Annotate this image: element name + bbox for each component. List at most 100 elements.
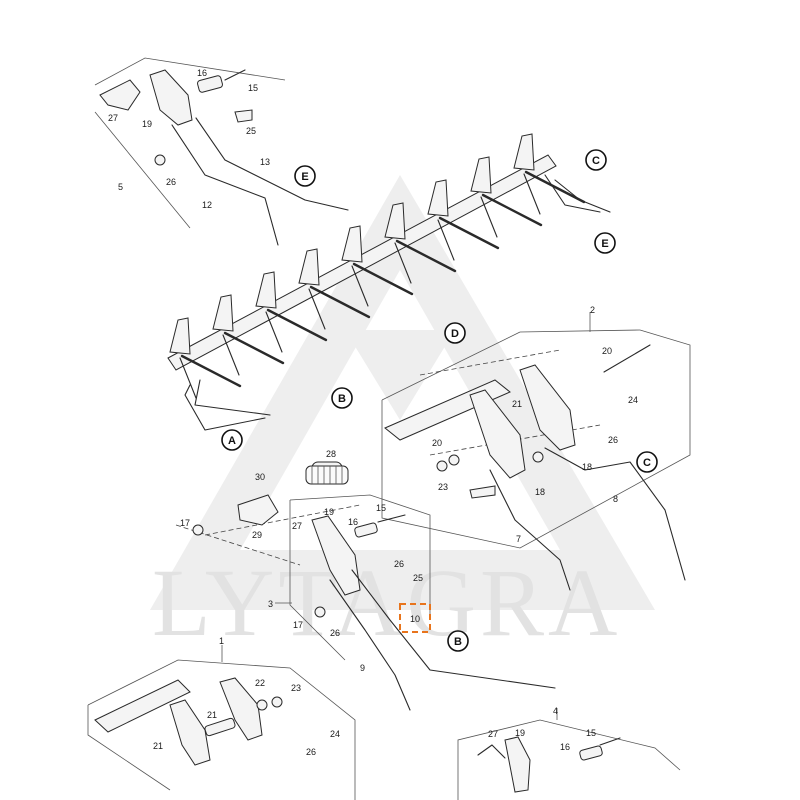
tine-arm bbox=[523, 173, 541, 215]
callout-letter: D bbox=[451, 328, 459, 340]
tine bbox=[223, 331, 285, 365]
part-number-16[interactable]: 16 bbox=[560, 742, 570, 752]
spring-28 bbox=[305, 465, 349, 485]
part-number-16[interactable]: 16 bbox=[348, 517, 358, 527]
part-number-17[interactable]: 17 bbox=[180, 518, 190, 528]
tine bbox=[395, 239, 457, 273]
rotor-units bbox=[169, 133, 586, 399]
tine-holder bbox=[255, 271, 277, 309]
part-number-27[interactable]: 27 bbox=[488, 729, 498, 739]
callout-letter: C bbox=[643, 457, 651, 469]
part-number-4[interactable]: 4 bbox=[553, 706, 558, 716]
tine-holder bbox=[341, 225, 363, 263]
callout-e[interactable]: E bbox=[294, 165, 316, 187]
tine-arm bbox=[480, 196, 498, 238]
part-number-28[interactable]: 28 bbox=[326, 449, 336, 459]
tine-arm bbox=[394, 242, 412, 284]
part-number-22[interactable]: 22 bbox=[255, 678, 265, 688]
part-number-26[interactable]: 26 bbox=[306, 747, 316, 757]
callout-letter: B bbox=[454, 636, 462, 648]
assembly-2 bbox=[384, 344, 686, 591]
part-number-16[interactable]: 16 bbox=[197, 68, 207, 78]
part-number-19[interactable]: 19 bbox=[324, 507, 334, 517]
callout-e[interactable]: E bbox=[594, 232, 616, 254]
part-number-13[interactable]: 13 bbox=[260, 157, 270, 167]
callout-c[interactable]: C bbox=[585, 149, 607, 171]
part-number-19[interactable]: 19 bbox=[142, 119, 152, 129]
part-number-26[interactable]: 26 bbox=[394, 559, 404, 569]
tine bbox=[524, 170, 586, 204]
tine-holder bbox=[169, 317, 191, 355]
assembly-frames bbox=[87, 57, 691, 800]
callout-letter: E bbox=[301, 171, 308, 183]
callout-d[interactable]: D bbox=[444, 322, 466, 344]
part-number-29[interactable]: 29 bbox=[252, 530, 262, 540]
tine-arm bbox=[265, 311, 283, 353]
part-number-3[interactable]: 3 bbox=[268, 599, 273, 609]
callout-letter: B bbox=[338, 393, 346, 405]
part-number-23[interactable]: 23 bbox=[291, 683, 301, 693]
part-number-26[interactable]: 26 bbox=[608, 435, 618, 445]
tine-arm bbox=[351, 265, 369, 307]
part-number-9[interactable]: 9 bbox=[360, 663, 365, 673]
part-number-labels: 2719161525265131222024212023261818872830… bbox=[108, 68, 638, 757]
part-number-18[interactable]: 18 bbox=[535, 487, 545, 497]
part-number-21[interactable]: 21 bbox=[153, 741, 163, 751]
assembly-5 bbox=[99, 69, 349, 246]
tine bbox=[438, 216, 500, 250]
callout-c[interactable]: C bbox=[636, 451, 658, 473]
part-number-20[interactable]: 20 bbox=[432, 438, 442, 448]
part-number-2[interactable]: 2 bbox=[590, 305, 595, 315]
main-rotor bbox=[167, 133, 611, 431]
tine-holder bbox=[298, 248, 320, 286]
part-number-15[interactable]: 15 bbox=[376, 503, 386, 513]
tine-holder bbox=[212, 294, 234, 332]
callout-b[interactable]: B bbox=[447, 630, 469, 652]
tine-holder bbox=[384, 202, 406, 240]
part-number-30[interactable]: 30 bbox=[255, 472, 265, 482]
tine bbox=[180, 354, 242, 388]
part-number-23[interactable]: 23 bbox=[438, 482, 448, 492]
tine bbox=[309, 285, 371, 319]
part-number-19[interactable]: 19 bbox=[515, 728, 525, 738]
part-number-8[interactable]: 8 bbox=[613, 494, 618, 504]
part-number-17[interactable]: 17 bbox=[293, 620, 303, 630]
part-number-21[interactable]: 21 bbox=[512, 399, 522, 409]
tine-arm bbox=[222, 334, 240, 376]
part-number-21[interactable]: 21 bbox=[207, 710, 217, 720]
part-number-12[interactable]: 12 bbox=[202, 200, 212, 210]
part-number-20[interactable]: 20 bbox=[602, 346, 612, 356]
part-number-26[interactable]: 26 bbox=[330, 628, 340, 638]
part-number-27[interactable]: 27 bbox=[108, 113, 118, 123]
callout-markers: A B B C C D E E bbox=[221, 149, 658, 652]
assembly-1 bbox=[94, 677, 283, 766]
tine-holder bbox=[470, 156, 492, 194]
tine-arm bbox=[308, 288, 326, 330]
part-number-7[interactable]: 7 bbox=[516, 534, 521, 544]
part-number-26[interactable]: 26 bbox=[166, 177, 176, 187]
callout-a[interactable]: A bbox=[221, 429, 243, 451]
part-number-25[interactable]: 25 bbox=[246, 126, 256, 136]
callout-letter: A bbox=[228, 435, 236, 447]
tine-arm bbox=[437, 219, 455, 261]
part-number-27[interactable]: 27 bbox=[292, 521, 302, 531]
part-number-10[interactable]: 10 bbox=[410, 614, 420, 624]
part-number-25[interactable]: 25 bbox=[413, 573, 423, 583]
part-number-24[interactable]: 24 bbox=[628, 395, 638, 405]
part-number-15[interactable]: 15 bbox=[248, 83, 258, 93]
part-number-18[interactable]: 18 bbox=[582, 462, 592, 472]
assembly-4 bbox=[477, 736, 621, 793]
watermark: LYTAGRA bbox=[150, 175, 655, 656]
part-number-5[interactable]: 5 bbox=[118, 182, 123, 192]
highlight-frame[interactable] bbox=[399, 603, 431, 633]
tine bbox=[266, 308, 328, 342]
tine-arm bbox=[179, 357, 197, 399]
part-number-1[interactable]: 1 bbox=[219, 636, 224, 646]
callout-letter: C bbox=[592, 155, 600, 167]
part-number-24[interactable]: 24 bbox=[330, 729, 340, 739]
callout-b[interactable]: B bbox=[331, 387, 353, 409]
watermark-text: LYTAGRA bbox=[152, 549, 621, 656]
part-number-15[interactable]: 15 bbox=[586, 728, 596, 738]
